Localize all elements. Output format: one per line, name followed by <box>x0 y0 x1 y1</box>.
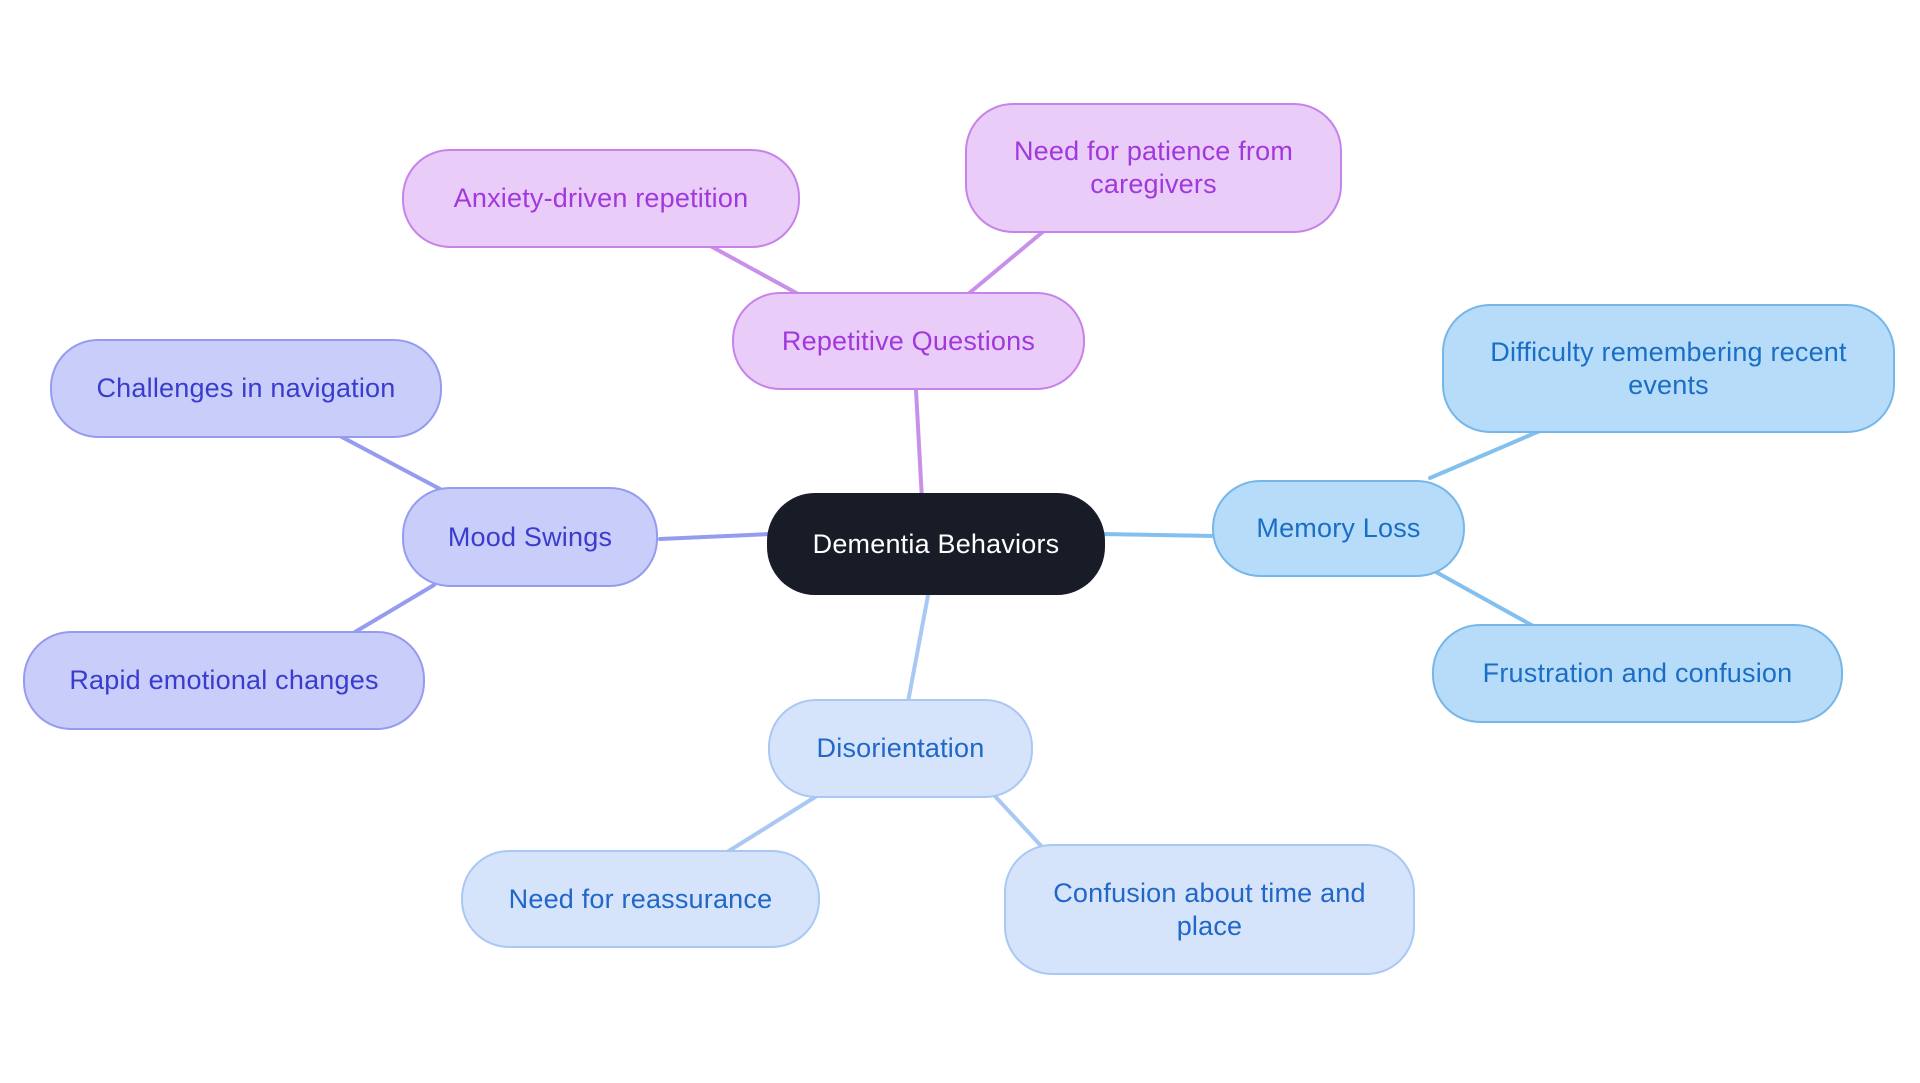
edge-center-to-disorientation <box>906 588 931 704</box>
node-label: Disorientation <box>816 733 985 764</box>
edge-center-to-repetitive-questions <box>914 388 924 502</box>
edge-repetitive-questions-to-patience <box>965 228 1047 297</box>
node-label: Mood Swings <box>447 521 613 552</box>
edge-center-to-memory-loss <box>1098 532 1217 538</box>
node-label: Memory Loss <box>1256 513 1421 544</box>
node-mood-swings[interactable]: Mood Swings <box>402 487 658 587</box>
node-difficulty-remembering-recent-events[interactable]: Difficulty remembering recent events <box>1442 304 1895 433</box>
node-need-for-reassurance[interactable]: Need for reassurance <box>461 850 820 948</box>
edge-disorientation-to-confusion <box>991 792 1045 850</box>
node-challenges-in-navigation[interactable]: Challenges in navigation <box>50 339 442 438</box>
edge-center-to-mood-swings <box>658 532 772 541</box>
node-label: Frustration and confusion <box>1482 658 1793 689</box>
node-label: Challenges in navigation <box>96 373 396 404</box>
node-label: Repetitive Questions <box>781 325 1036 356</box>
node-need-for-patience-from-caregivers[interactable]: Need for patience from caregivers <box>965 103 1342 233</box>
edge-disorientation-to-reassurance <box>722 792 822 856</box>
node-label: Difficulty remembering recent events <box>1490 336 1847 400</box>
node-label: Dementia Behaviors <box>812 528 1060 559</box>
node-rapid-emotional-changes[interactable]: Rapid emotional changes <box>23 631 425 730</box>
edge-repetitive-questions-to-anxiety <box>703 241 802 297</box>
edge-mood-swings-to-challenges <box>338 434 442 491</box>
node-disorientation[interactable]: Disorientation <box>768 699 1033 798</box>
node-label: Anxiety-driven repetition <box>453 183 749 214</box>
node-confusion-about-time-and-place[interactable]: Confusion about time and place <box>1004 844 1415 975</box>
edge-memory-loss-to-frustration <box>1434 570 1537 629</box>
node-label: Rapid emotional changes <box>69 665 379 696</box>
node-label: Need for reassurance <box>508 883 773 914</box>
edge-memory-loss-to-difficulty <box>1428 428 1544 480</box>
node-memory-loss[interactable]: Memory Loss <box>1212 480 1465 577</box>
node-repetitive-questions[interactable]: Repetitive Questions <box>732 292 1085 390</box>
node-anxiety-driven-repetition[interactable]: Anxiety-driven repetition <box>402 149 800 248</box>
node-frustration-and-confusion[interactable]: Frustration and confusion <box>1432 624 1843 723</box>
edge-mood-swings-to-rapid <box>353 583 436 634</box>
node-label: Need for patience from caregivers <box>1013 136 1294 199</box>
node-label: Confusion about time and place <box>1053 877 1366 941</box>
node-center-dementia-behaviors[interactable]: Dementia Behaviors <box>767 493 1105 595</box>
